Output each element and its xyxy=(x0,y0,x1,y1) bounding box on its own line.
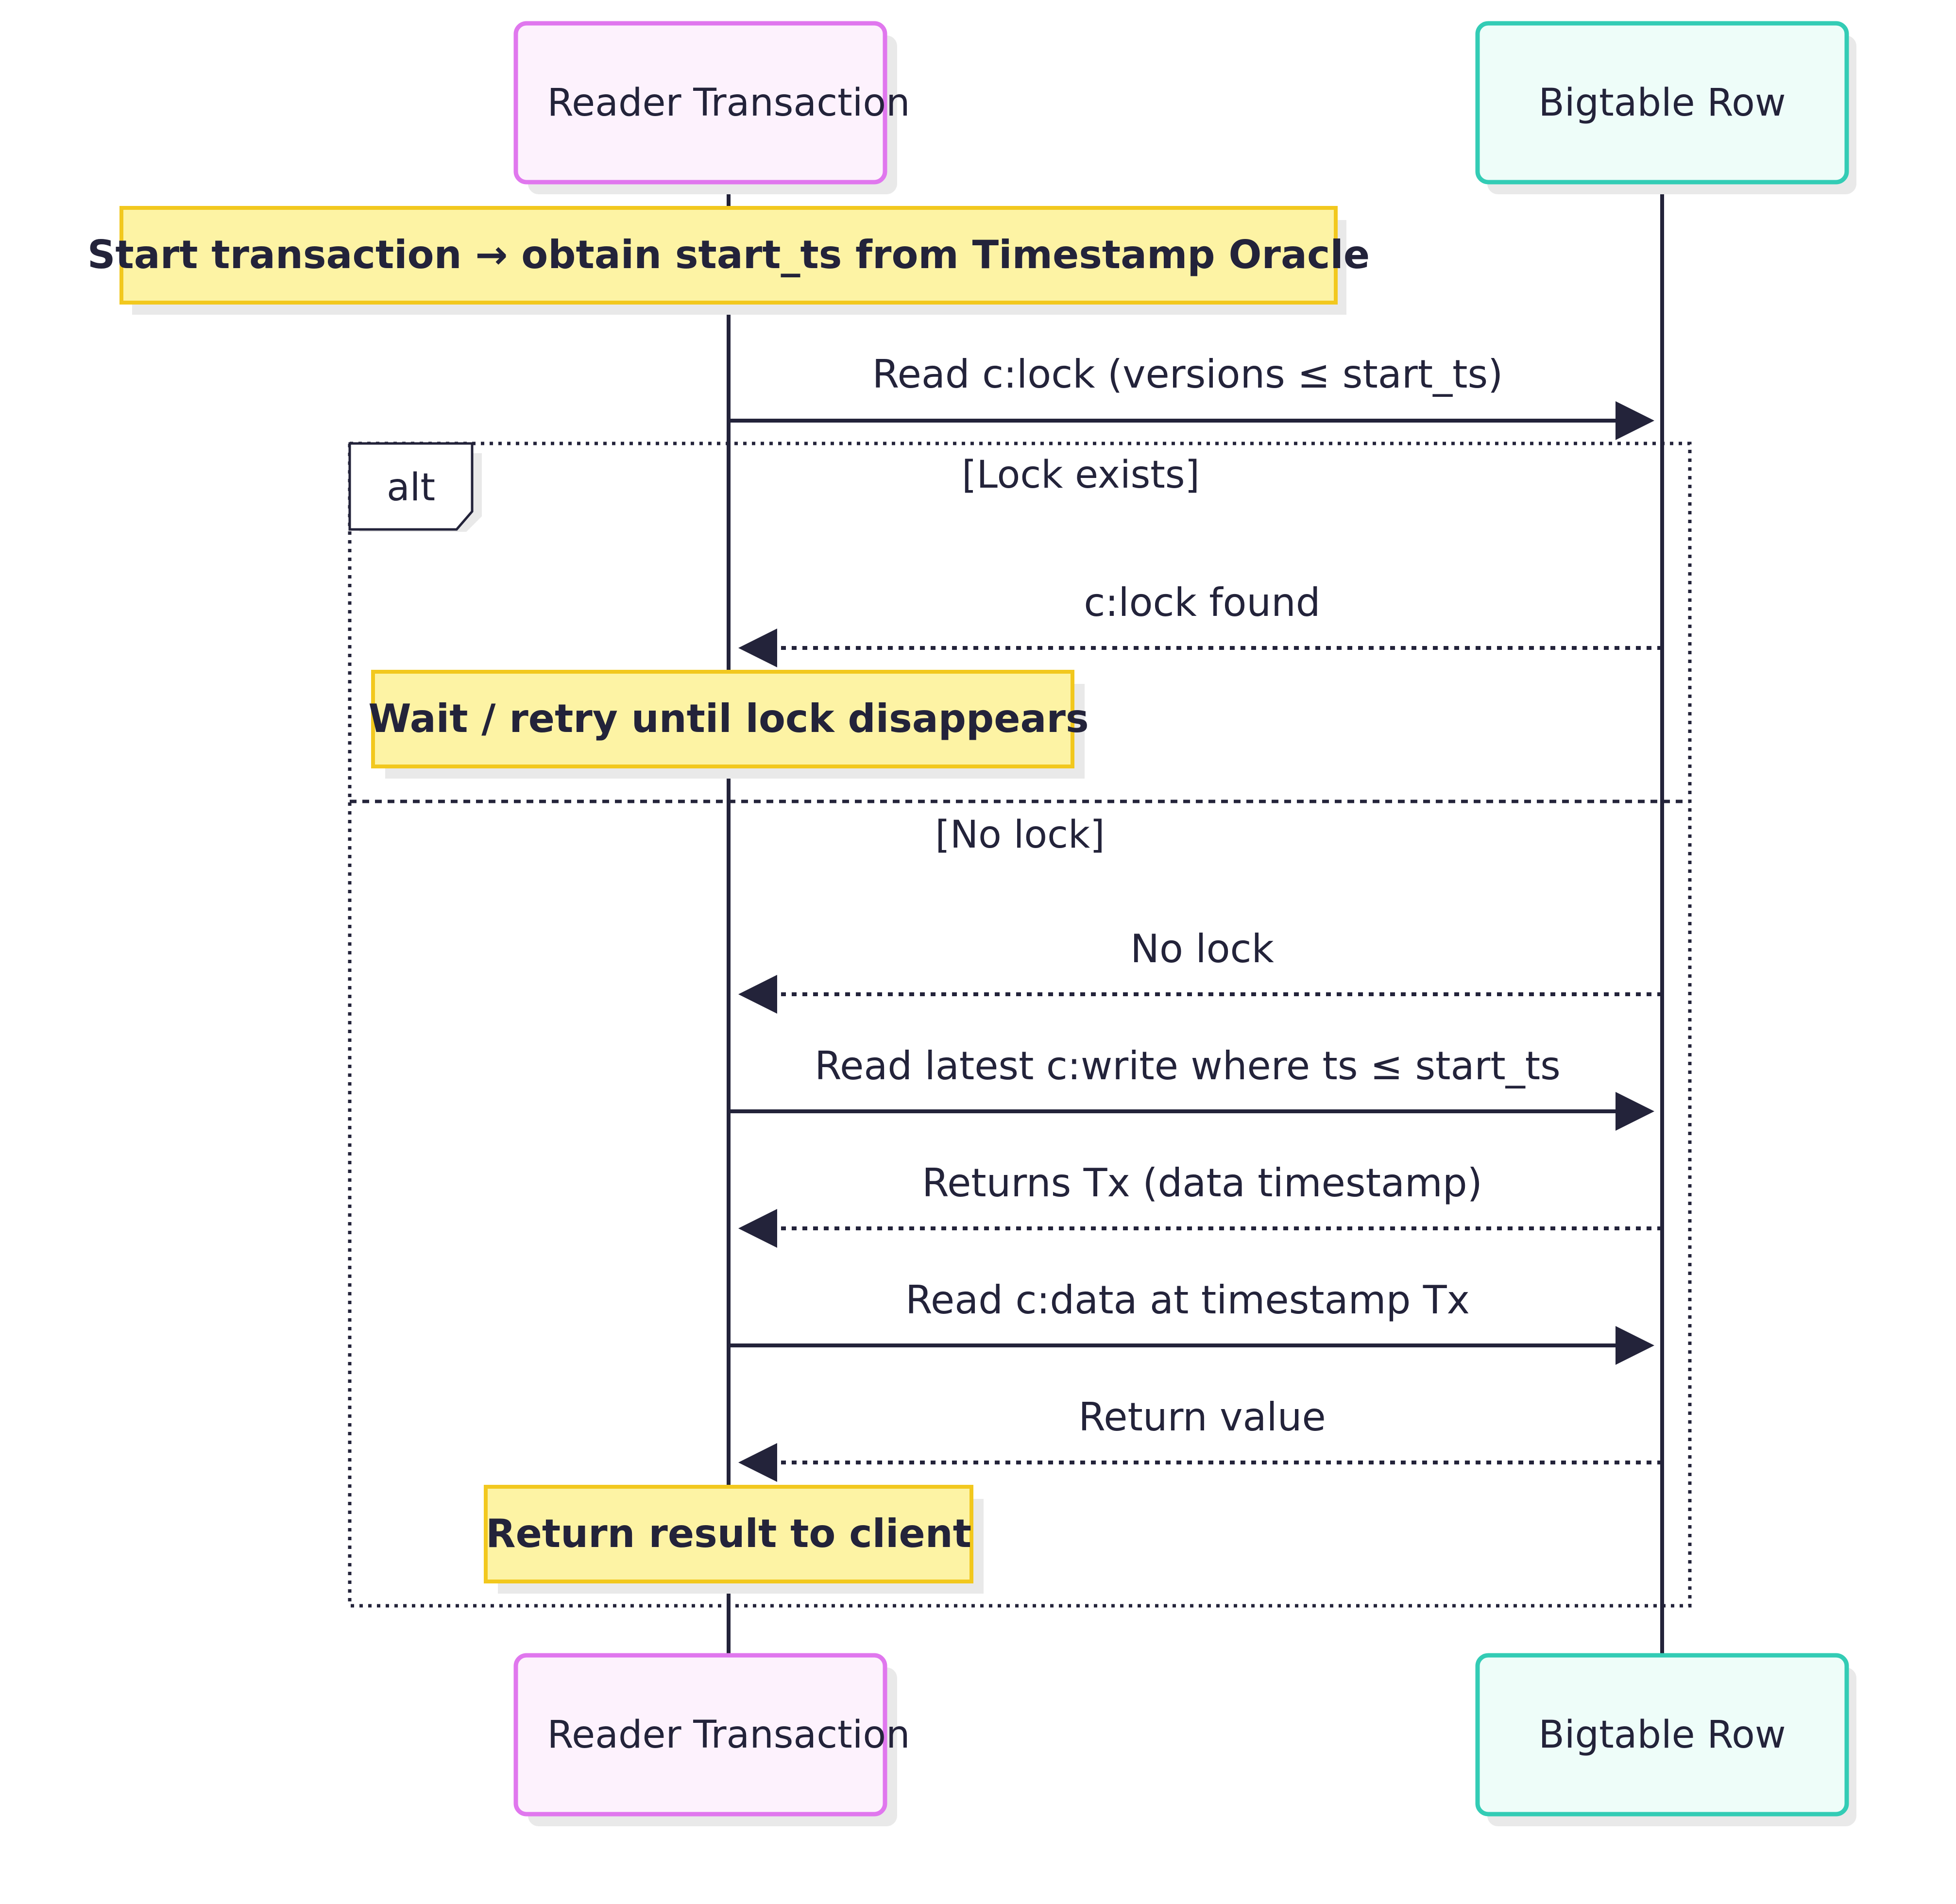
message-lock-found-label: c:lock found xyxy=(1084,580,1320,625)
message-no-lock: No lock xyxy=(738,926,1662,1014)
message-no-lock-label: No lock xyxy=(1130,926,1274,971)
message-returns-tx-label: Returns Tx (data timestamp) xyxy=(922,1160,1482,1206)
actor-row-top-label: Bigtable Row xyxy=(1538,81,1786,125)
message-read-write: Read latest c:write where ts ≤ start_ts xyxy=(729,1043,1654,1131)
note-wait-text: Wait / retry until lock disappears xyxy=(368,696,1089,741)
note-start: Start transaction → obtain start_ts from… xyxy=(87,206,1370,315)
note-result-text: Return result to client xyxy=(486,1511,971,1556)
alt-frame: alt [Lock exists] [No lock] xyxy=(348,442,1692,1608)
message-read-lock: Read c:lock (versions ≤ start_ts) xyxy=(729,352,1654,440)
message-return-value-label: Return value xyxy=(1078,1394,1326,1440)
message-return-value: Return value xyxy=(738,1394,1662,1482)
message-returns-tx: Returns Tx (data timestamp) xyxy=(738,1160,1662,1248)
note-result: Return result to client xyxy=(484,1485,984,1594)
alt-condition-lock-exists: [Lock exists] xyxy=(962,453,1200,497)
alt-condition-no-lock: [No lock] xyxy=(935,813,1105,857)
actor-row-top: Bigtable Row xyxy=(1475,21,1856,194)
actor-row-bottom: Bigtable Row xyxy=(1475,1653,1856,1826)
note-start-text: Start transaction → obtain start_ts from… xyxy=(87,232,1370,277)
message-read-lock-label: Read c:lock (versions ≤ start_ts) xyxy=(872,352,1503,397)
message-read-data-label: Read c:data at timestamp Tx xyxy=(905,1277,1470,1323)
actor-reader-bottom-label: Reader Transaction xyxy=(547,1713,910,1757)
alt-keyword: alt xyxy=(387,466,435,510)
message-read-write-label: Read latest c:write where ts ≤ start_ts xyxy=(815,1043,1561,1088)
actor-reader-bottom: Reader Transaction xyxy=(513,1653,910,1826)
message-read-data: Read c:data at timestamp Tx xyxy=(729,1277,1654,1365)
message-lock-found: c:lock found xyxy=(738,580,1662,667)
actor-reader-top-label: Reader Transaction xyxy=(547,81,910,125)
note-wait: Wait / retry until lock disappears xyxy=(368,670,1089,779)
actor-reader-top: Reader Transaction xyxy=(513,21,910,194)
actor-row-bottom-label: Bigtable Row xyxy=(1538,1713,1786,1757)
